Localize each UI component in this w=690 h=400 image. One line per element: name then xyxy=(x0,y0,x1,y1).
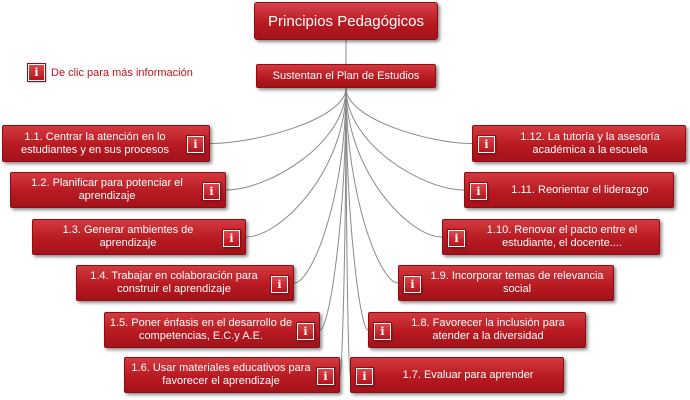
principle-node-1-12: i 1.12. La tutoría y la asesoría académi… xyxy=(472,125,686,162)
principle-label: 1.6. Usar materiales educativos para fav… xyxy=(131,362,311,387)
principle-node-1-6: 1.6. Usar materiales educativos para fav… xyxy=(124,357,340,393)
principle-label: 1.2. Planificar para potenciar el aprend… xyxy=(31,177,183,202)
info-icon[interactable]: i xyxy=(187,136,204,153)
principle-node-1-3: 1.3. Generar ambientes de aprendizaje i xyxy=(32,219,246,255)
info-icon[interactable]: i xyxy=(470,183,487,200)
principle-label: 1.1. Centrar la atención en lo estudiant… xyxy=(21,130,169,156)
legend-text: De clic para más información xyxy=(51,66,193,79)
title-text: Principios Pedagógicos xyxy=(268,12,424,30)
principle-label: 1.5. Poner énfasis en el desarrollo de c… xyxy=(109,317,293,342)
subtitle-node: Sustentan el Plan de Estudios xyxy=(256,64,436,88)
info-icon[interactable]: i xyxy=(203,183,220,200)
principle-node-1-11: i 1.11. Reorientar el liderazgo xyxy=(464,172,674,208)
connector-left-1 xyxy=(225,87,347,191)
info-icon[interactable]: i xyxy=(271,276,288,293)
principle-node-1-10: i 1.10. Renovar el pacto entre el estudi… xyxy=(442,219,660,255)
principle-label: 1.10. Renovar el pacto entre el estudian… xyxy=(486,224,638,249)
legend: i De clic para más información xyxy=(28,64,193,81)
title-node: Principios Pedagógicos xyxy=(254,2,438,40)
connector-left-4 xyxy=(319,87,347,331)
principle-label: 1.12. La tutoría y la asesoría académica… xyxy=(520,130,660,156)
connector-left-2 xyxy=(245,87,347,238)
connector-right-2 xyxy=(345,87,443,238)
connector-left-0 xyxy=(209,87,347,144)
principle-node-1-5: 1.5. Poner énfasis en el desarrollo de c… xyxy=(104,312,320,348)
info-icon[interactable]: i xyxy=(356,368,373,385)
info-icon[interactable]: i xyxy=(448,230,465,247)
info-icon[interactable]: i xyxy=(404,276,421,293)
principle-node-1-4: 1.4. Trabajar en colaboración para const… xyxy=(76,265,294,301)
connector-right-4 xyxy=(345,87,369,331)
principle-node-1-1: 1.1. Centrar la atención en lo estudiant… xyxy=(2,125,210,162)
connector-right-0 xyxy=(345,87,473,144)
info-icon[interactable]: i xyxy=(374,323,391,340)
principle-node-1-7: i 1.7. Evaluar para aprender xyxy=(350,357,564,393)
connector-right-5 xyxy=(345,87,351,376)
connector-left-3 xyxy=(293,87,347,284)
subtitle-text: Sustentan el Plan de Estudios xyxy=(272,70,420,82)
info-icon[interactable]: i xyxy=(223,230,240,247)
info-icon: i xyxy=(28,64,45,81)
principle-node-1-2: 1.2. Planificar para potenciar el aprend… xyxy=(10,172,226,208)
connector-right-3 xyxy=(345,87,399,284)
principle-node-1-8: i 1.8. Favorecer la inclusión para atend… xyxy=(368,312,586,348)
info-icon[interactable]: i xyxy=(478,136,495,153)
principle-node-1-9: i 1.9. Incorporar temas de relevancia so… xyxy=(398,265,614,301)
principle-label: 1.3. Generar ambientes de aprendizaje xyxy=(62,224,194,249)
principle-label: 1.7. Evaluar para aprender xyxy=(402,368,534,381)
info-icon[interactable]: i xyxy=(297,323,314,340)
connector-right-1 xyxy=(345,87,465,191)
principle-label: 1.4. Trabajar en colaboración para const… xyxy=(90,270,258,295)
principle-label: 1.11. Reorientar el liderazgo xyxy=(511,183,649,196)
principle-label: 1.8. Favorecer la inclusión para atender… xyxy=(411,317,565,342)
principle-label: 1.9. Incorporar temas de relevancia soci… xyxy=(430,270,604,295)
info-icon[interactable]: i xyxy=(317,368,334,385)
